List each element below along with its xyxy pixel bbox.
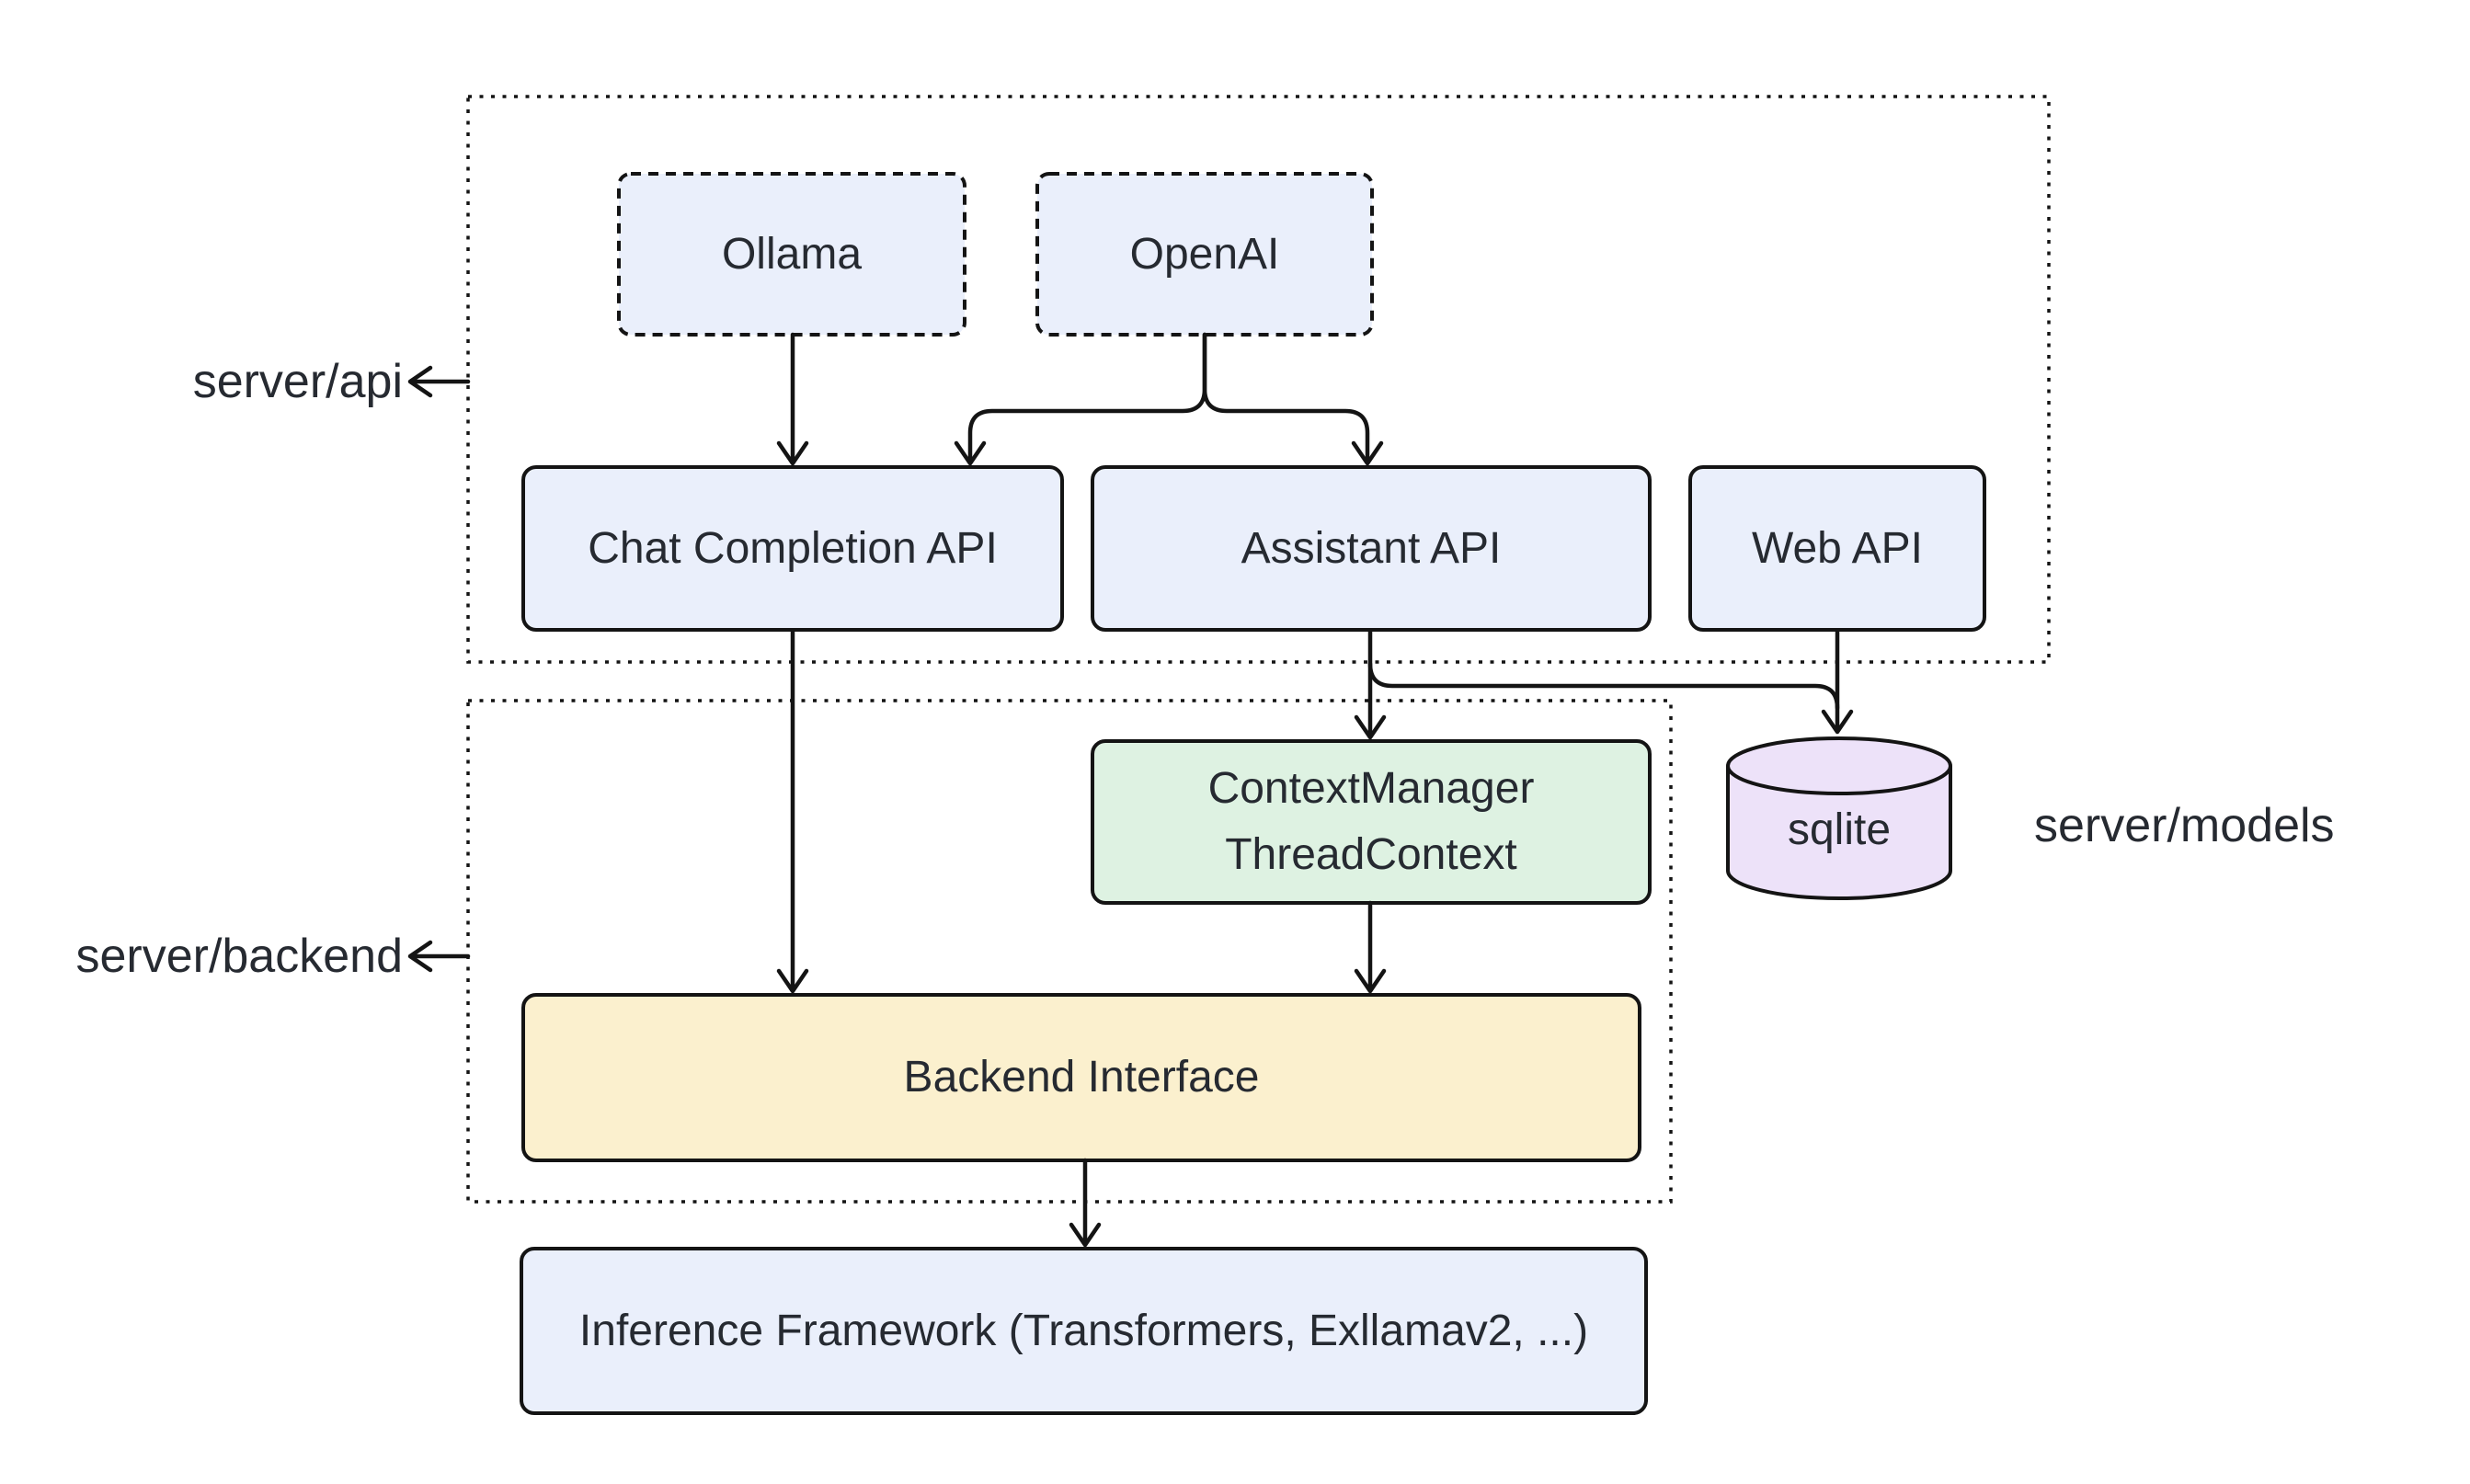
context-manager-line1: ContextManager	[1207, 764, 1535, 813]
edge-openai-split-left	[967, 332, 1207, 461]
node-chat-completion-api-label: Chat Completion API	[588, 523, 998, 573]
arrowhead-assistant-to-context-manager	[1354, 714, 1387, 740]
node-openai-label: OpenAI	[1129, 229, 1280, 279]
arrowhead-context-manager-to-backend-interface	[1354, 968, 1387, 994]
server-backend-section-label: server/backend	[75, 930, 403, 983]
server-api-container	[466, 95, 2051, 664]
node-assistant-api-label: Assistant API	[1241, 523, 1502, 573]
node-openai-shape	[1035, 172, 1374, 337]
arrowhead-openai-to-chat-completion	[954, 440, 987, 466]
node-web-api-label: Web API	[1752, 523, 1923, 573]
node-backend-interface-shape	[521, 993, 1641, 1162]
server-api-section-label: server/api	[192, 355, 403, 408]
node-backend-interface-label: Backend Interface	[903, 1053, 1260, 1102]
edge-assistant-branch-to-sqlite	[1367, 661, 1840, 711]
server-backend-container	[466, 699, 1673, 1204]
arrowhead-backend-interface-to-inference	[1069, 1222, 1102, 1248]
server-api-label-arrowhead	[407, 365, 433, 398]
node-ollama-shape	[617, 172, 966, 337]
server-backend-label-arrowhead	[407, 940, 433, 973]
arrowhead-chat-completion-to-backend-interface	[776, 968, 809, 994]
node-inference-framework-shape	[520, 1247, 1648, 1415]
arrowhead-openai-to-assistant	[1351, 440, 1384, 466]
node-context-manager-label: ContextManager ThreadContext	[1092, 741, 1650, 903]
node-sqlite-label: sqlite	[1787, 805, 1892, 854]
context-manager-line2: ThreadContext	[1225, 830, 1517, 879]
database-cylinder-icon	[1726, 736, 1952, 900]
arrowhead-web-api-to-sqlite	[1821, 709, 1854, 735]
node-ollama-label: Ollama	[721, 229, 863, 279]
server-models-section-label: server/models	[2034, 799, 2335, 852]
arrowhead-ollama-to-chat-completion	[776, 440, 809, 466]
edge-openai-split-right	[1202, 332, 1370, 461]
node-inference-framework-label: Inference Framework (Transformers, Exlla…	[578, 1306, 1589, 1355]
